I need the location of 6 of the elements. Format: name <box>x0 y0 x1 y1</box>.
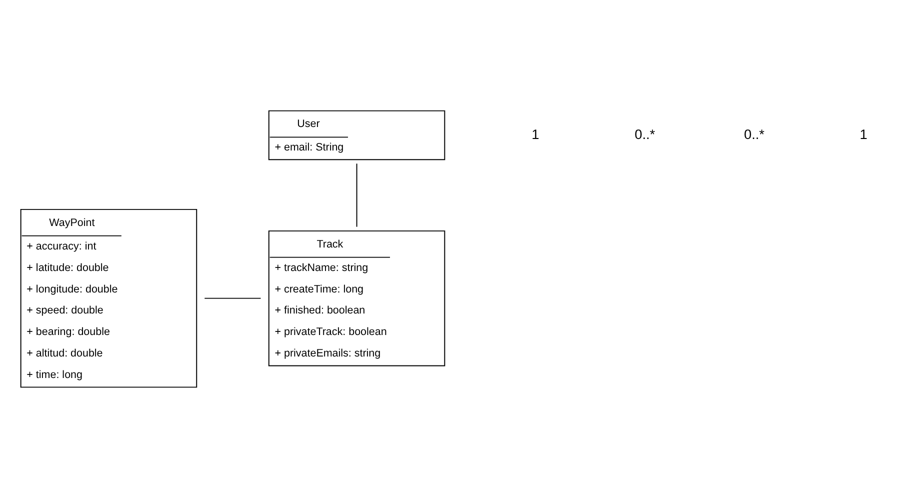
label: 1 <box>532 126 540 142</box>
label: 0..* <box>634 126 656 142</box>
connector <box>204 297 262 298</box>
label: 1 <box>860 126 868 142</box>
connector <box>356 162 358 227</box>
label: 0..* <box>744 126 764 142</box>
